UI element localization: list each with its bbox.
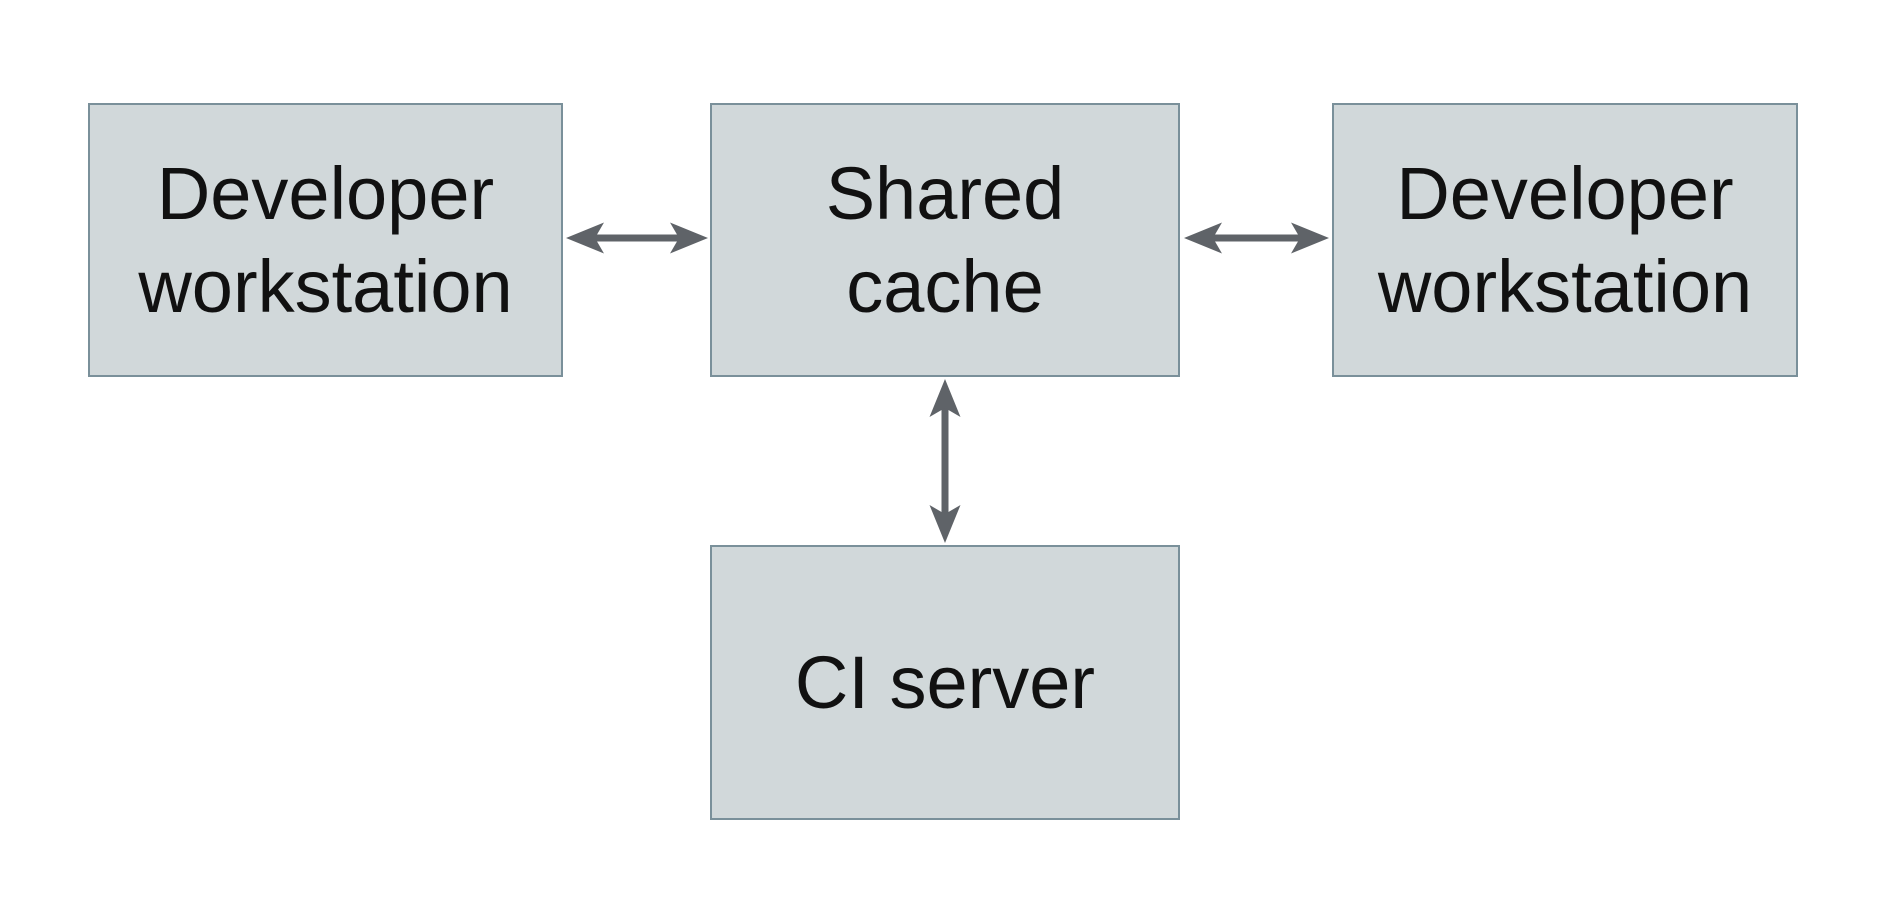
arrowhead-right-icon bbox=[1291, 222, 1329, 254]
node-label: Developer workstation bbox=[138, 147, 512, 333]
label-line: cache bbox=[846, 245, 1044, 328]
node-label: CI server bbox=[795, 636, 1095, 729]
node-developer-workstation-left: Developer workstation bbox=[88, 103, 563, 377]
label-line: Developer bbox=[156, 152, 495, 235]
node-ci-server: CI server bbox=[710, 545, 1180, 820]
arrowhead-up-icon bbox=[929, 379, 961, 417]
label-line: Shared bbox=[825, 152, 1065, 235]
label-line: Developer bbox=[1396, 152, 1734, 235]
label-line: workstation bbox=[138, 245, 513, 328]
label-line: CI server bbox=[794, 641, 1096, 724]
node-label: Shared cache bbox=[826, 147, 1065, 333]
arrowhead-left-icon bbox=[1184, 222, 1222, 254]
edge-shared-cache-ci-server bbox=[929, 379, 961, 543]
arrowhead-right-icon bbox=[670, 222, 708, 254]
node-label: Developer workstation bbox=[1378, 147, 1752, 333]
node-shared-cache: Shared cache bbox=[710, 103, 1180, 377]
edge-developer-workstation-left-shared-cache bbox=[566, 222, 708, 254]
arrowhead-down-icon bbox=[929, 505, 961, 543]
arrowhead-left-icon bbox=[566, 222, 604, 254]
edge-shared-cache-developer-workstation-right bbox=[1184, 222, 1329, 254]
node-developer-workstation-right: Developer workstation bbox=[1332, 103, 1798, 377]
label-line: workstation bbox=[1377, 245, 1753, 328]
